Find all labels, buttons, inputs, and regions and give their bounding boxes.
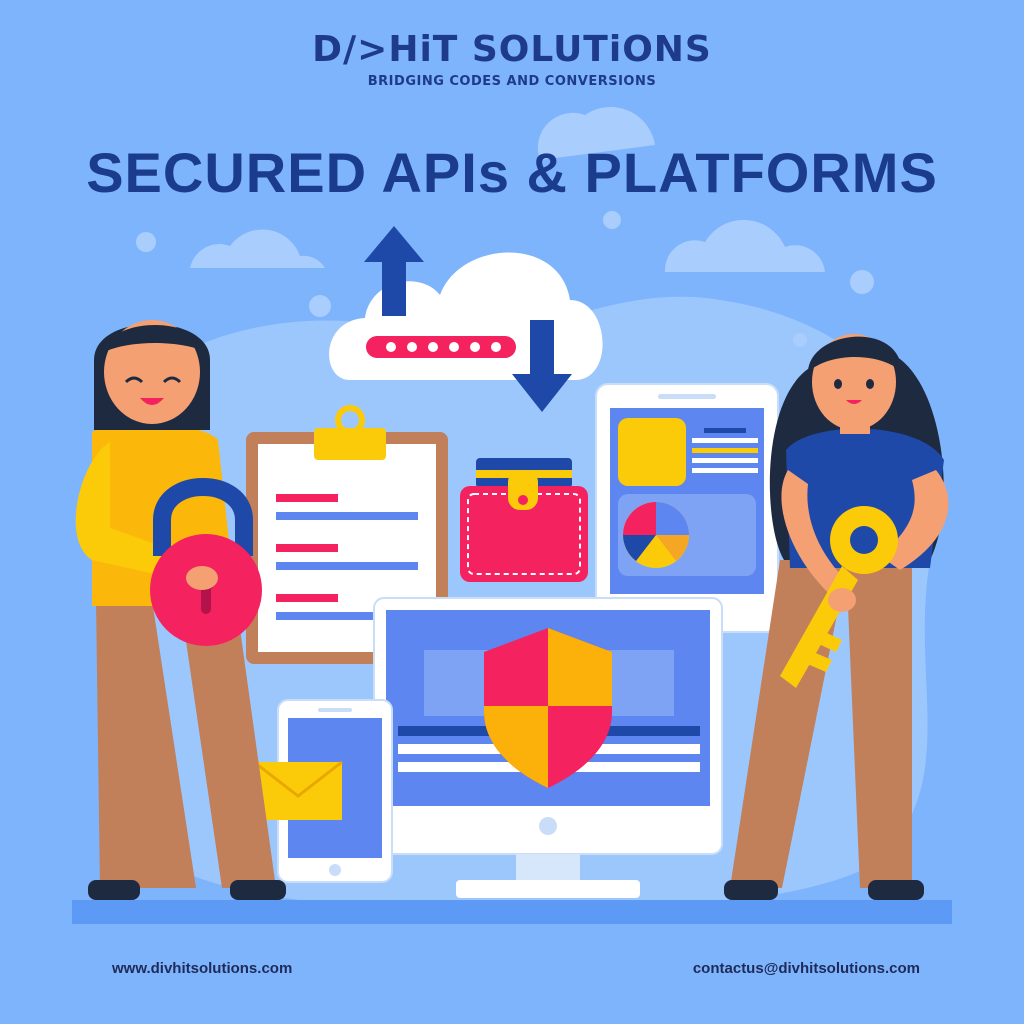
ground-strip xyxy=(72,900,952,924)
brand-tagline: BRIDGING CODES AND CONVERSIONS xyxy=(367,74,657,89)
download-arrow-icon xyxy=(512,320,572,412)
key-icon xyxy=(780,506,898,688)
upload-arrow-icon xyxy=(364,226,424,316)
pie-chart-icon xyxy=(623,502,689,568)
cloud-icon xyxy=(329,252,603,380)
brand-header: D/>HiT SOLUTiONS BRIDGING CODES AND CONV… xyxy=(0,28,1024,89)
tablet-icon xyxy=(595,383,779,633)
wallet-icon xyxy=(460,458,588,582)
background-clouds xyxy=(136,107,874,347)
padlock-icon xyxy=(150,478,262,646)
brand-logo-text: D/>HiT SOLUTiONS xyxy=(312,29,712,70)
website-link[interactable]: www.divhitsolutions.com xyxy=(112,960,293,977)
password-field-icon xyxy=(366,336,516,358)
page-title: SECURED APIs & PLATFORMS xyxy=(86,141,938,204)
contact-email-link[interactable]: contactus@divhitsolutions.com xyxy=(692,960,920,977)
shield-icon xyxy=(484,628,612,788)
envelope-icon xyxy=(253,760,343,820)
